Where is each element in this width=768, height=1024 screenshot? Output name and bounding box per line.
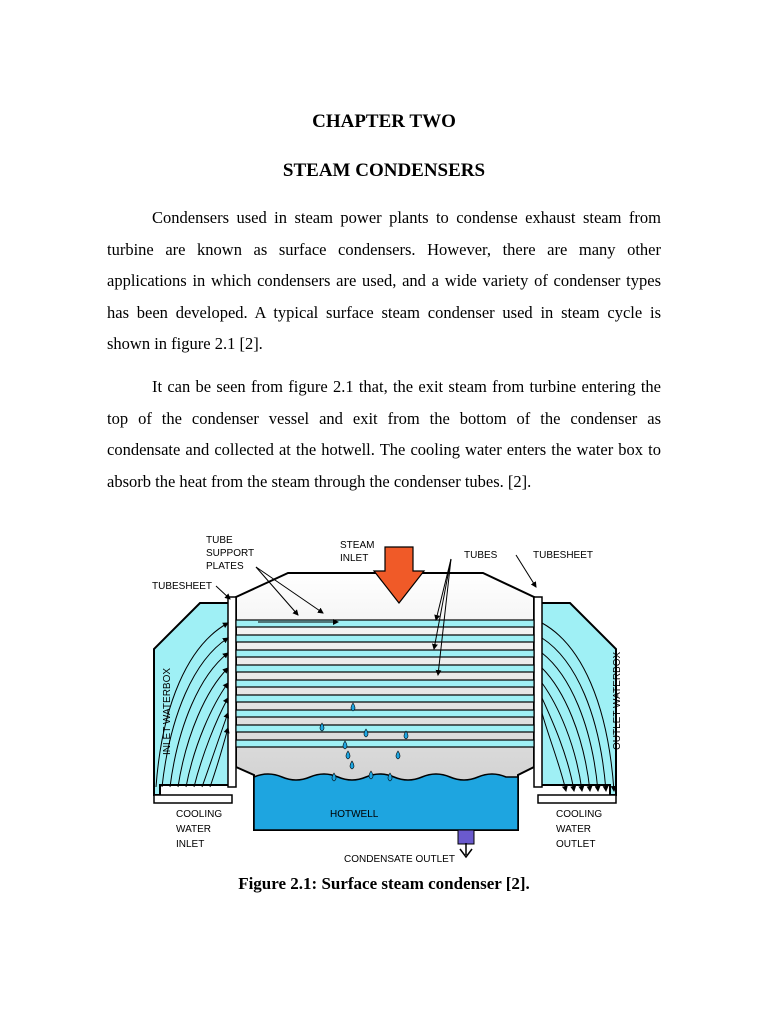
chapter-label: CHAPTER TWO [312, 111, 456, 132]
paragraph-description: It can be seen from figure 2.1 that, the… [107, 377, 661, 491]
label-plates: PLATES [206, 561, 244, 572]
outlet-waterbox [537, 602, 617, 796]
tubesheet-right [533, 596, 543, 788]
label-outlet-waterbox: OUTLET WATERBOX [612, 652, 622, 750]
label-tubesheet-right: TUBESHEET [533, 550, 593, 561]
paragraph-intro: Condensers used in steam power plants to… [107, 208, 661, 353]
label-cooling-in: COOLING [176, 809, 222, 820]
chapter-title: STEAM CONDENSERS [282, 160, 486, 181]
label-inlet-in: INLET [176, 839, 204, 850]
label-condensate-outlet: CONDENSATE OUTLET [344, 854, 455, 865]
condenser-diagram: TUBE SUPPORT PLATES TUBESHEET STEAM INLE… [152, 535, 622, 865]
hotwell [253, 773, 519, 831]
figure-caption: Figure 2.1: Surface steam condenser [2]. [238, 874, 530, 893]
label-hotwell: HOTWELL [330, 809, 379, 820]
label-water-in: WATER [176, 824, 211, 835]
steam-inlet-arrow [372, 546, 426, 604]
label-tube: TUBE [206, 535, 233, 546]
label-cooling-out: COOLING [556, 809, 602, 820]
label-steam-inlet: INLET [340, 553, 368, 564]
condensate-outlet-pipe [457, 829, 475, 845]
tubesheet-left [227, 596, 237, 788]
tubes [235, 619, 535, 748]
condensate-droplets [319, 702, 409, 782]
label-support: SUPPORT [206, 548, 254, 559]
label-inlet-waterbox: INLET WATERBOX [162, 668, 173, 755]
label-steam: STEAM [340, 540, 374, 551]
label-tubes: TUBES [464, 550, 498, 561]
label-tubesheet-left: TUBESHEET [152, 581, 212, 592]
label-water-out: WATER [556, 824, 591, 835]
label-outlet-out: OUTLET [556, 839, 595, 850]
